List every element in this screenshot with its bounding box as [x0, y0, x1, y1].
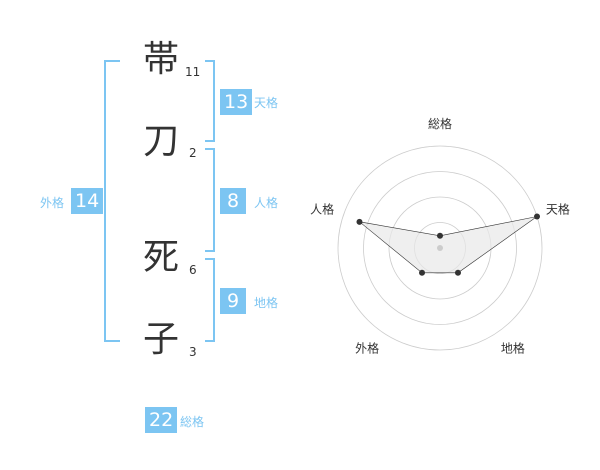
soukaku-badge: 22: [145, 407, 178, 433]
tenkaku-badge: 13: [220, 89, 253, 115]
stroke-count-4: 3: [189, 345, 197, 359]
stroke-count-2: 2: [189, 146, 197, 160]
soukaku-label: 総格: [180, 415, 205, 429]
chikaku-label: 地格: [254, 296, 279, 310]
gaikaku-bracket: [104, 60, 120, 342]
name-char-3: 死: [142, 237, 179, 278]
radar-axis-label-3: 地格: [501, 340, 525, 355]
chikaku-bracket: [205, 258, 215, 342]
radar-series-polygon: [358, 216, 538, 274]
stroke-count-1: 11: [185, 65, 201, 79]
radar-grid-ring-3: [363, 171, 517, 325]
stroke-count-3: 6: [189, 263, 197, 277]
jinkaku-label: 人格: [254, 196, 279, 210]
name-char-1: 帯: [142, 39, 179, 80]
radar-point-5: [356, 218, 363, 225]
radar-point-1: [437, 232, 443, 239]
gaikaku-label: 外格: [40, 196, 65, 210]
radar-point-3: [454, 269, 461, 276]
jinkaku-badge: 8: [220, 188, 246, 214]
radar-axis-label-1: 総格: [428, 116, 452, 131]
radar-grid-ring-4: [337, 145, 543, 351]
tenkaku-bracket: [205, 60, 215, 142]
radar-point-4: [419, 269, 426, 276]
radar-axis-label-2: 天格: [546, 202, 570, 217]
name-char-2: 刀: [142, 121, 179, 162]
chikaku-badge: 9: [220, 288, 246, 314]
radar-axis-label-5: 人格: [310, 202, 334, 217]
radar-point-2: [534, 213, 541, 220]
tenkaku-label: 天格: [254, 96, 279, 110]
radar-center-dot: [437, 245, 443, 251]
name-char-4: 子: [142, 319, 179, 360]
gaikaku-badge: 14: [71, 188, 104, 214]
jinkaku-bracket: [205, 148, 215, 252]
radar-axis-label-4: 外格: [355, 340, 379, 355]
